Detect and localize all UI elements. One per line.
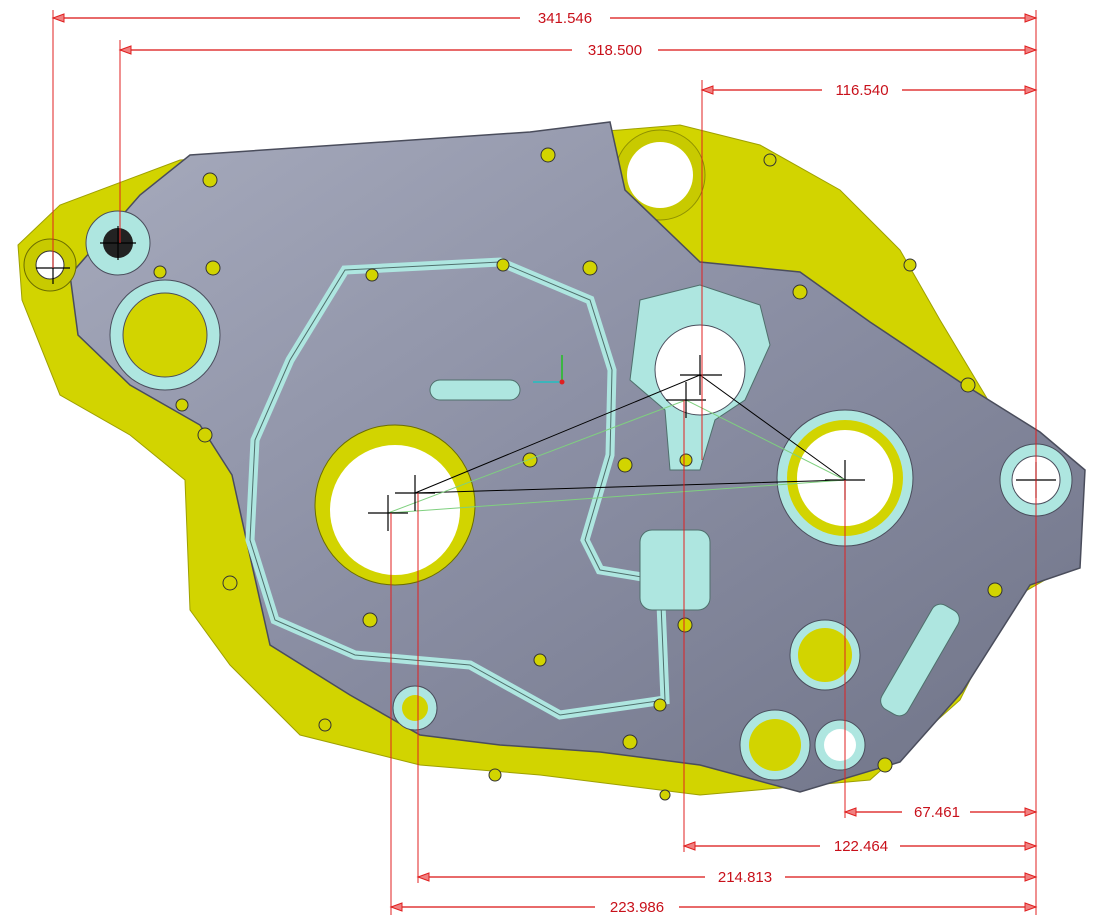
front-case-part[interactable] — [69, 121, 1086, 793]
gasket-slot — [880, 603, 960, 717]
extension-lines — [52, 10, 1037, 915]
dimension-label: 116.540 — [835, 82, 888, 99]
boss-hole — [122, 292, 208, 378]
dimension-label: 214.813 — [718, 869, 772, 886]
dimension-341-546[interactable]: 341.546 — [51, 8, 1038, 28]
coordinate-triad — [533, 355, 565, 385]
dimension-318-500[interactable]: 318.500 — [118, 40, 1038, 60]
dimension-223-986[interactable]: 223.986 — [389, 897, 1038, 917]
dimension-label: 67.461 — [914, 804, 960, 821]
boss-hole — [749, 719, 801, 771]
boss-hole — [35, 250, 65, 280]
dimension-122-464[interactable]: 122.464 — [682, 836, 1038, 856]
dimension-label: 122.464 — [834, 838, 888, 855]
dimension-116-540[interactable]: 116.540 — [700, 80, 1038, 100]
bolt-holes — [153, 147, 1003, 801]
dimension-214-813[interactable]: 214.813 — [416, 867, 1038, 887]
boss-hole — [402, 695, 428, 721]
gasket-slot — [429, 379, 521, 401]
dimension-label: 318.500 — [588, 42, 642, 59]
boss-hole — [824, 729, 856, 761]
dimension-label: 223.986 — [610, 899, 664, 916]
gasket-slot — [639, 529, 711, 611]
boss-hole — [798, 628, 852, 682]
dimension-67-461[interactable]: 67.461 — [843, 802, 1038, 822]
gasket-outline — [249, 261, 666, 716]
dimension-label: 341.546 — [538, 10, 592, 27]
construction-lines — [387, 374, 847, 514]
mount-hole — [627, 142, 693, 208]
